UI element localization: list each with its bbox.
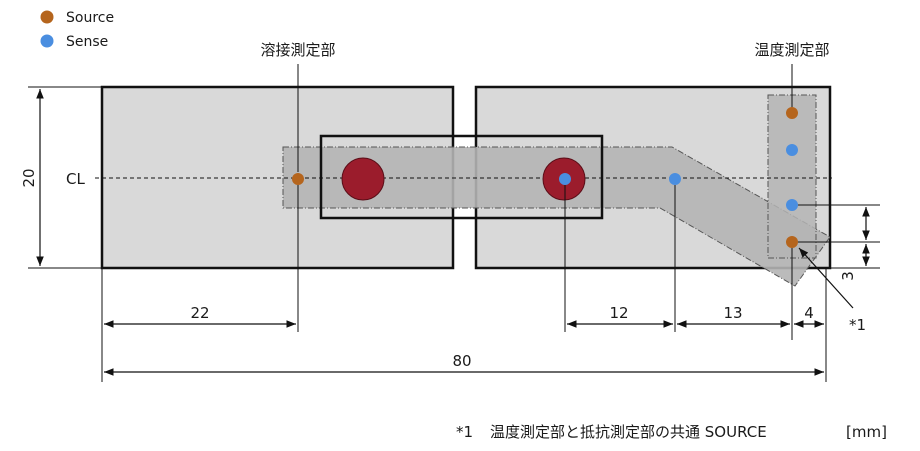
source-point-weld — [292, 173, 304, 185]
callout-leader — [798, 247, 854, 309]
overlap-joint — [319, 134, 604, 220]
measurement-band — [282, 146, 831, 287]
sense-point-temp-lower — [786, 199, 798, 211]
source-point-temp-top — [786, 107, 798, 119]
temp-area-label: 温度測定部 — [754, 41, 829, 59]
centerline-label: CL — [66, 170, 85, 188]
dimension-13-label: 13 — [723, 304, 742, 322]
dimension-4-label: 4 — [804, 304, 814, 322]
legend: Source Sense — [40, 10, 114, 50]
unit-label: [mm] — [846, 423, 887, 441]
sense-point-mid — [669, 173, 681, 185]
sense-point-weld — [559, 173, 571, 185]
dimension-3-label: 3 — [839, 271, 857, 281]
callout-label: *1 — [849, 316, 866, 334]
height-dimension-label: 20 — [20, 168, 38, 187]
footnote-marker: *1 — [456, 423, 473, 441]
source-point-common — [786, 236, 798, 248]
weld-area-label: 溶接測定部 — [260, 41, 335, 59]
sense-point-temp-upper — [786, 144, 798, 156]
dimension-22-label: 22 — [190, 304, 209, 322]
legend-sense-label: Sense — [66, 34, 108, 50]
legend-sense-dot — [40, 34, 54, 48]
temperature-strip — [767, 94, 817, 259]
dimension-12-label: 12 — [609, 304, 628, 322]
weld-nugget-left — [341, 157, 385, 201]
footnote-text: 温度測定部と抵抗測定部の共通 SOURCE — [490, 423, 767, 441]
legend-source-dot — [40, 10, 54, 24]
legend-source-label: Source — [66, 10, 114, 26]
dimension-80-label: 80 — [452, 352, 471, 370]
